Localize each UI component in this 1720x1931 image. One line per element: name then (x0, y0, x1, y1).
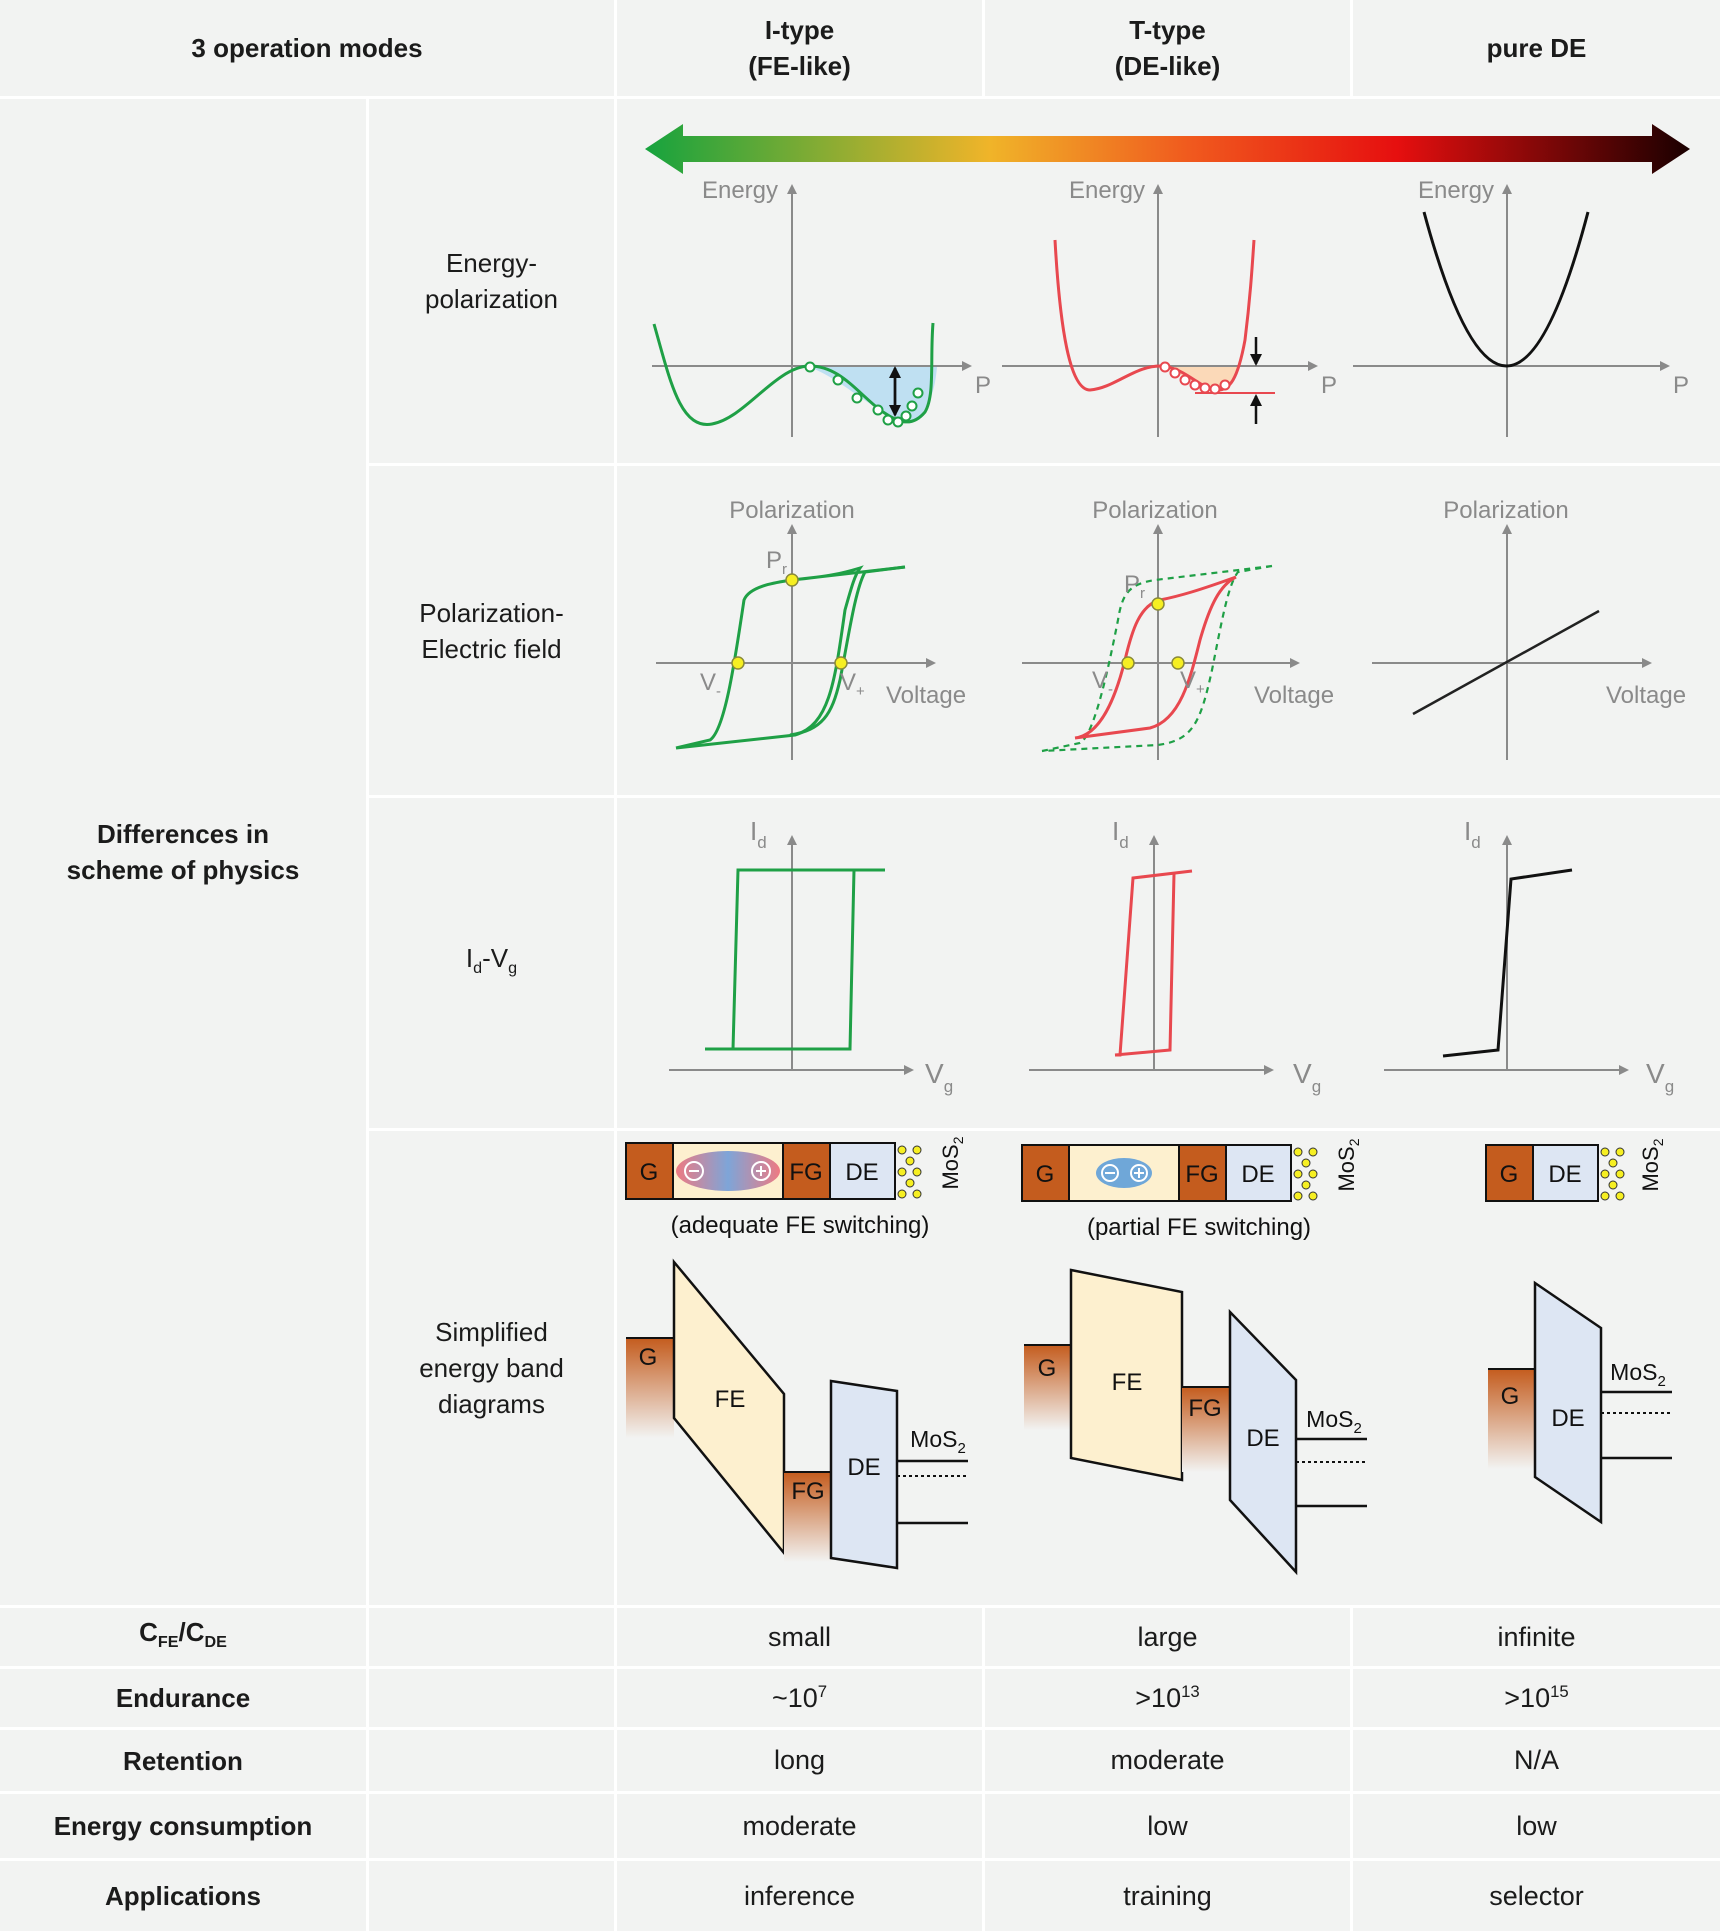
header-pure-de: pure DE (1353, 0, 1720, 96)
row-label-id-vg: Id-Vg (369, 798, 614, 1128)
header-i-type-line1: I-type (764, 15, 835, 45)
header-i-type: I-type (FE-like) (617, 0, 982, 96)
header-t-type-line1: T-type (1129, 15, 1206, 45)
header-corner: 3 operation modes (0, 0, 614, 96)
metric-value-energy-de: low (1353, 1794, 1720, 1858)
metric-value-applications-t: training (985, 1861, 1350, 1931)
header-t-type-line2: (DE-like) (1114, 51, 1221, 81)
metric-spacer (369, 1608, 614, 1666)
metric-value-energy-t: low (985, 1794, 1350, 1858)
metric-value-endurance-de: >1015 (1353, 1669, 1720, 1727)
header-pure-de-label: pure DE (1486, 33, 1587, 63)
metric-label-retention: Retention (0, 1730, 366, 1791)
metric-label-energy-consumption: Energy consumption (0, 1794, 366, 1858)
panel-id-vg (617, 798, 1720, 1128)
row-label-polarization-field: Polarization- Electric field (369, 466, 614, 795)
metric-value-retention-t: moderate (985, 1730, 1350, 1791)
metric-spacer (369, 1730, 614, 1791)
metric-spacer (369, 1669, 614, 1727)
panel-band-diagrams (617, 1131, 1720, 1605)
row-label-energy-polarization: Energy- polarization (369, 99, 614, 463)
metric-label-endurance: Endurance (0, 1669, 366, 1727)
metric-value-cfe-i: small (617, 1608, 982, 1666)
header-t-type: T-type (DE-like) (985, 0, 1350, 96)
panel-polarization-field (617, 466, 1720, 795)
metric-value-applications-de: selector (1353, 1861, 1720, 1931)
metric-value-retention-i: long (617, 1730, 982, 1791)
header-corner-label: 3 operation modes (191, 33, 423, 63)
metric-value-cfe-t: large (985, 1608, 1350, 1666)
panel-energy-polarization (617, 99, 1720, 463)
metric-label-applications: Applications (0, 1861, 366, 1931)
metric-label-cfe-cde: CFE/CDE (0, 1608, 366, 1666)
metric-spacer (369, 1861, 614, 1931)
metric-value-applications-i: inference (617, 1861, 982, 1931)
row-label-band-diagrams: Simplified energy band diagrams (369, 1131, 614, 1605)
physics-group-label: Differences in scheme of physics (0, 99, 366, 1605)
metric-value-retention-de: N/A (1353, 1730, 1720, 1791)
metric-value-endurance-i: ~107 (617, 1669, 982, 1727)
metric-value-energy-i: moderate (617, 1794, 982, 1858)
header-i-type-line2: (FE-like) (748, 51, 851, 81)
metric-spacer (369, 1794, 614, 1858)
metric-value-cfe-de: infinite (1353, 1608, 1720, 1666)
metric-value-endurance-t: >1013 (985, 1669, 1350, 1727)
